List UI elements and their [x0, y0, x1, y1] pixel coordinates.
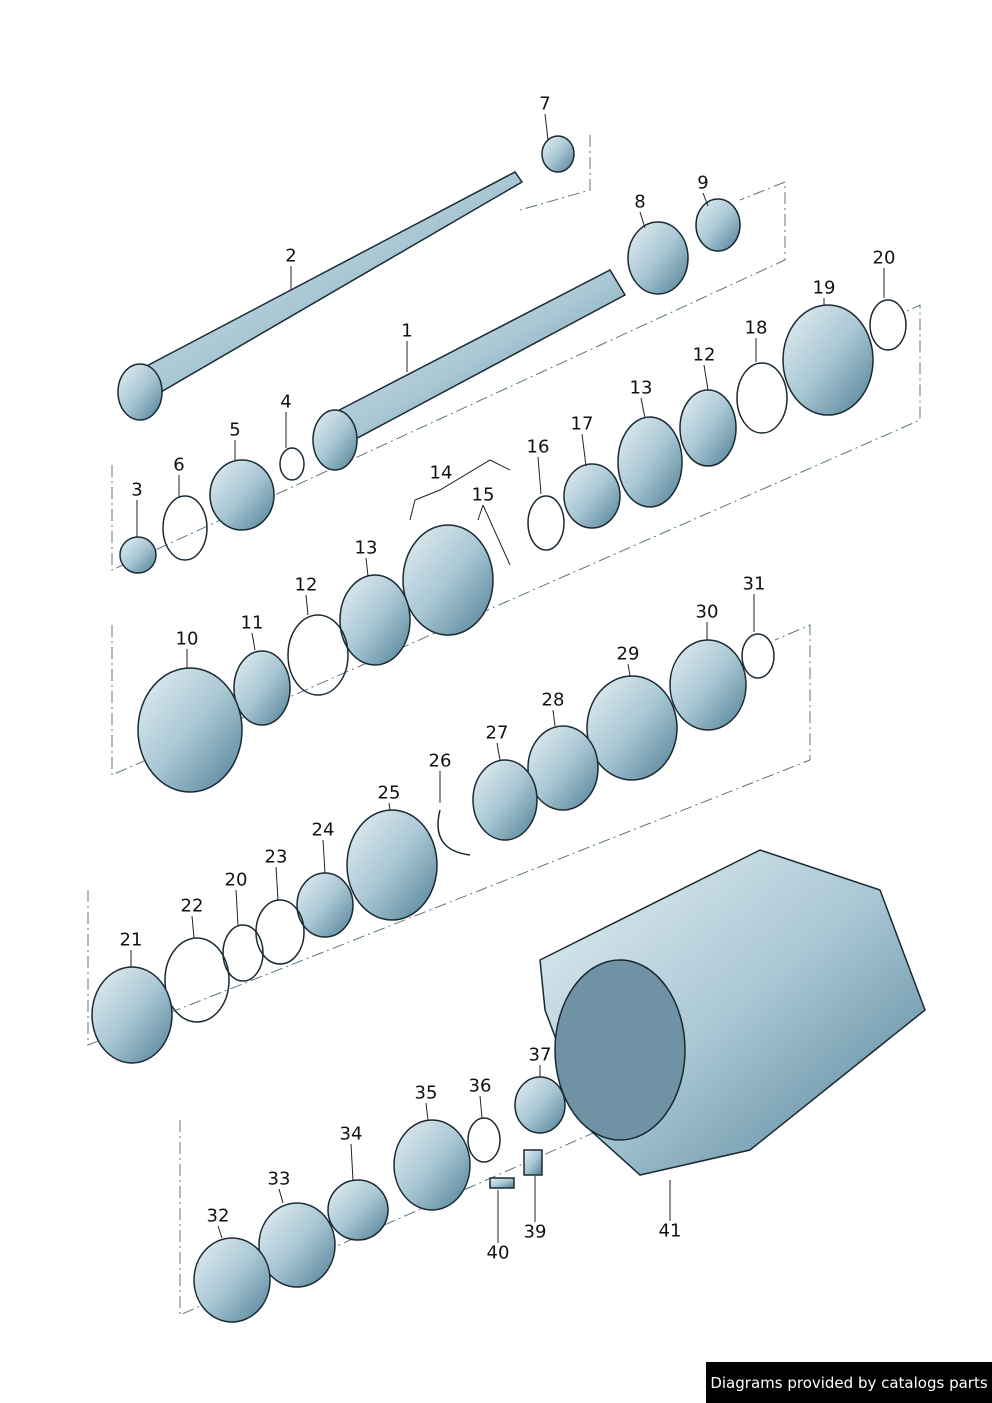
- ring-18: [736, 362, 788, 434]
- callout-29[interactable]: 29: [616, 643, 640, 665]
- callout-18[interactable]: 18: [744, 317, 768, 339]
- callout-20b[interactable]: 20: [224, 869, 248, 891]
- callout-37[interactable]: 37: [528, 1044, 552, 1066]
- source-banner: Diagrams provided by catalogs parts: [706, 1362, 992, 1403]
- callout-20[interactable]: 20: [872, 247, 896, 269]
- callout-39[interactable]: 39: [523, 1221, 547, 1243]
- callout-1[interactable]: 1: [401, 320, 413, 342]
- callout-10[interactable]: 10: [175, 628, 199, 650]
- bearing-24: [296, 872, 354, 938]
- bolt-40: [489, 1177, 515, 1189]
- ring-22: [164, 937, 230, 1023]
- callout-17[interactable]: 17: [570, 413, 594, 435]
- ring-13b: [339, 574, 411, 666]
- callout-9[interactable]: 9: [697, 172, 709, 194]
- gear-10: [137, 667, 243, 793]
- gear-28: [527, 725, 599, 811]
- gear-33: [258, 1202, 336, 1288]
- callout-35[interactable]: 35: [414, 1082, 438, 1104]
- gear-30: [669, 639, 747, 731]
- sleeve-14: [402, 524, 494, 636]
- ring-11: [233, 650, 291, 726]
- callout-12b[interactable]: 12: [294, 574, 318, 596]
- callout-32[interactable]: 32: [206, 1205, 230, 1227]
- ring-6: [162, 495, 208, 561]
- bearing-5: [209, 459, 275, 531]
- callout-13b[interactable]: 13: [354, 537, 378, 559]
- callout-14[interactable]: 14: [429, 462, 453, 484]
- leader-lines: [130, 113, 885, 1243]
- callout-21[interactable]: 21: [119, 929, 143, 951]
- bearing-8: [627, 221, 689, 295]
- ring-4: [279, 447, 305, 481]
- callout-22[interactable]: 22: [180, 895, 204, 917]
- callout-33[interactable]: 33: [267, 1168, 291, 1190]
- bearing-17: [563, 463, 621, 529]
- callout-3[interactable]: 3: [131, 479, 143, 501]
- bearing-21: [91, 966, 173, 1064]
- bearing-7: [541, 135, 575, 173]
- ring-20: [869, 299, 907, 351]
- ring-12b: [287, 614, 349, 696]
- gear-19: [782, 304, 874, 416]
- callout-2[interactable]: 2: [285, 245, 297, 267]
- callout-31[interactable]: 31: [742, 573, 766, 595]
- ring-13: [617, 416, 683, 508]
- clip-26: [437, 809, 471, 856]
- callout-12[interactable]: 12: [692, 344, 716, 366]
- callout-15[interactable]: 15: [471, 484, 495, 506]
- callout-36[interactable]: 36: [468, 1075, 492, 1097]
- ring-16: [527, 495, 565, 551]
- callout-28[interactable]: 28: [541, 689, 565, 711]
- callout-40[interactable]: 40: [486, 1242, 510, 1264]
- ring-12: [679, 389, 737, 467]
- ring-20b: [222, 924, 264, 982]
- callout-6[interactable]: 6: [173, 454, 185, 476]
- gear-35: [393, 1119, 471, 1211]
- callout-4[interactable]: 4: [280, 391, 292, 413]
- callout-25[interactable]: 25: [377, 782, 401, 804]
- bracket-39: [523, 1149, 543, 1176]
- callout-11[interactable]: 11: [240, 612, 264, 634]
- ring-31: [741, 633, 775, 679]
- callout-19[interactable]: 19: [812, 277, 836, 299]
- sleeve-34: [327, 1179, 389, 1241]
- callout-23[interactable]: 23: [264, 846, 288, 868]
- bearing-3: [119, 536, 157, 574]
- pinion-gear: [117, 363, 163, 421]
- callout-16[interactable]: 16: [526, 436, 550, 458]
- callout-41[interactable]: 41: [658, 1220, 682, 1242]
- callout-26[interactable]: 26: [428, 750, 452, 772]
- callout-27[interactable]: 27: [485, 722, 509, 744]
- ring-36: [467, 1117, 501, 1163]
- bearing-37: [514, 1076, 566, 1134]
- callout-30[interactable]: 30: [695, 601, 719, 623]
- callout-8[interactable]: 8: [634, 191, 646, 213]
- parts: [91, 135, 926, 1323]
- sleeve-29: [586, 675, 678, 781]
- ring-27: [472, 759, 538, 841]
- callout-24[interactable]: 24: [311, 819, 335, 841]
- callout-7[interactable]: 7: [539, 93, 551, 115]
- callout-5[interactable]: 5: [229, 419, 241, 441]
- gear-25: [346, 809, 438, 921]
- bearing-9: [695, 198, 741, 252]
- callout-34[interactable]: 34: [339, 1123, 363, 1145]
- gear-32: [193, 1237, 271, 1323]
- callout-13[interactable]: 13: [629, 377, 653, 399]
